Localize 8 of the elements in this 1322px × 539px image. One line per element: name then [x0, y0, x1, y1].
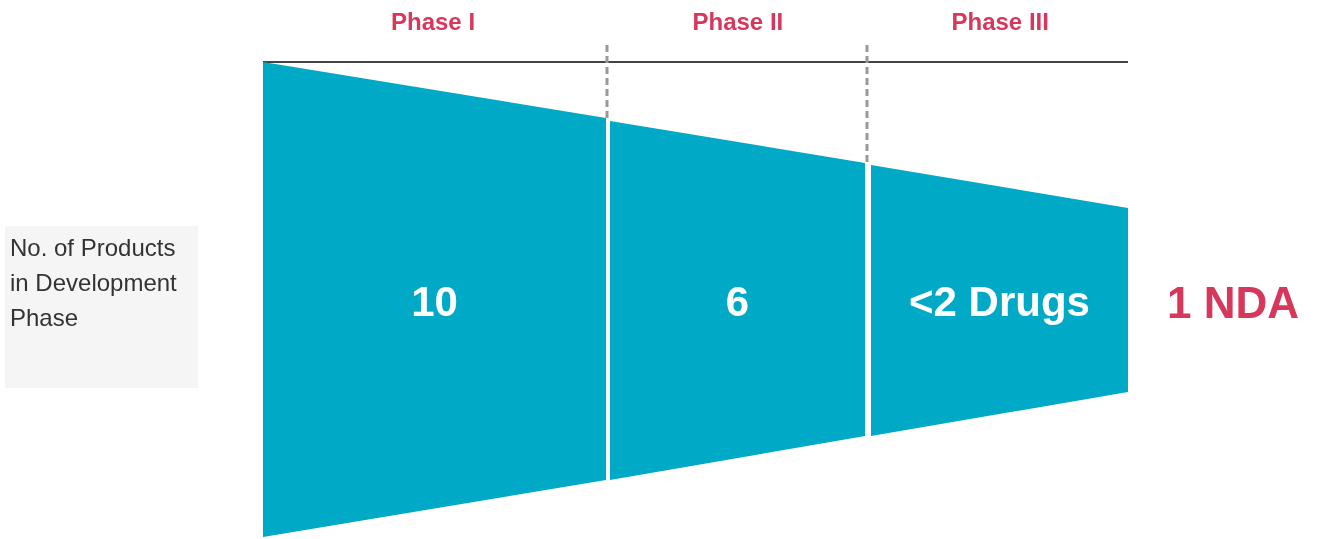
- phase-label: Phase III: [951, 8, 1049, 36]
- segment-value: 6: [724, 278, 751, 326]
- axis-label: No. of Products in Development Phase: [10, 233, 178, 333]
- outcome-label: 1 NDA: [1167, 278, 1300, 328]
- phase-label: Phase I: [391, 8, 476, 36]
- segment-value: <2 Drugs: [908, 278, 1091, 326]
- segment-value: 10: [410, 278, 459, 326]
- phase-label: Phase II: [692, 8, 784, 36]
